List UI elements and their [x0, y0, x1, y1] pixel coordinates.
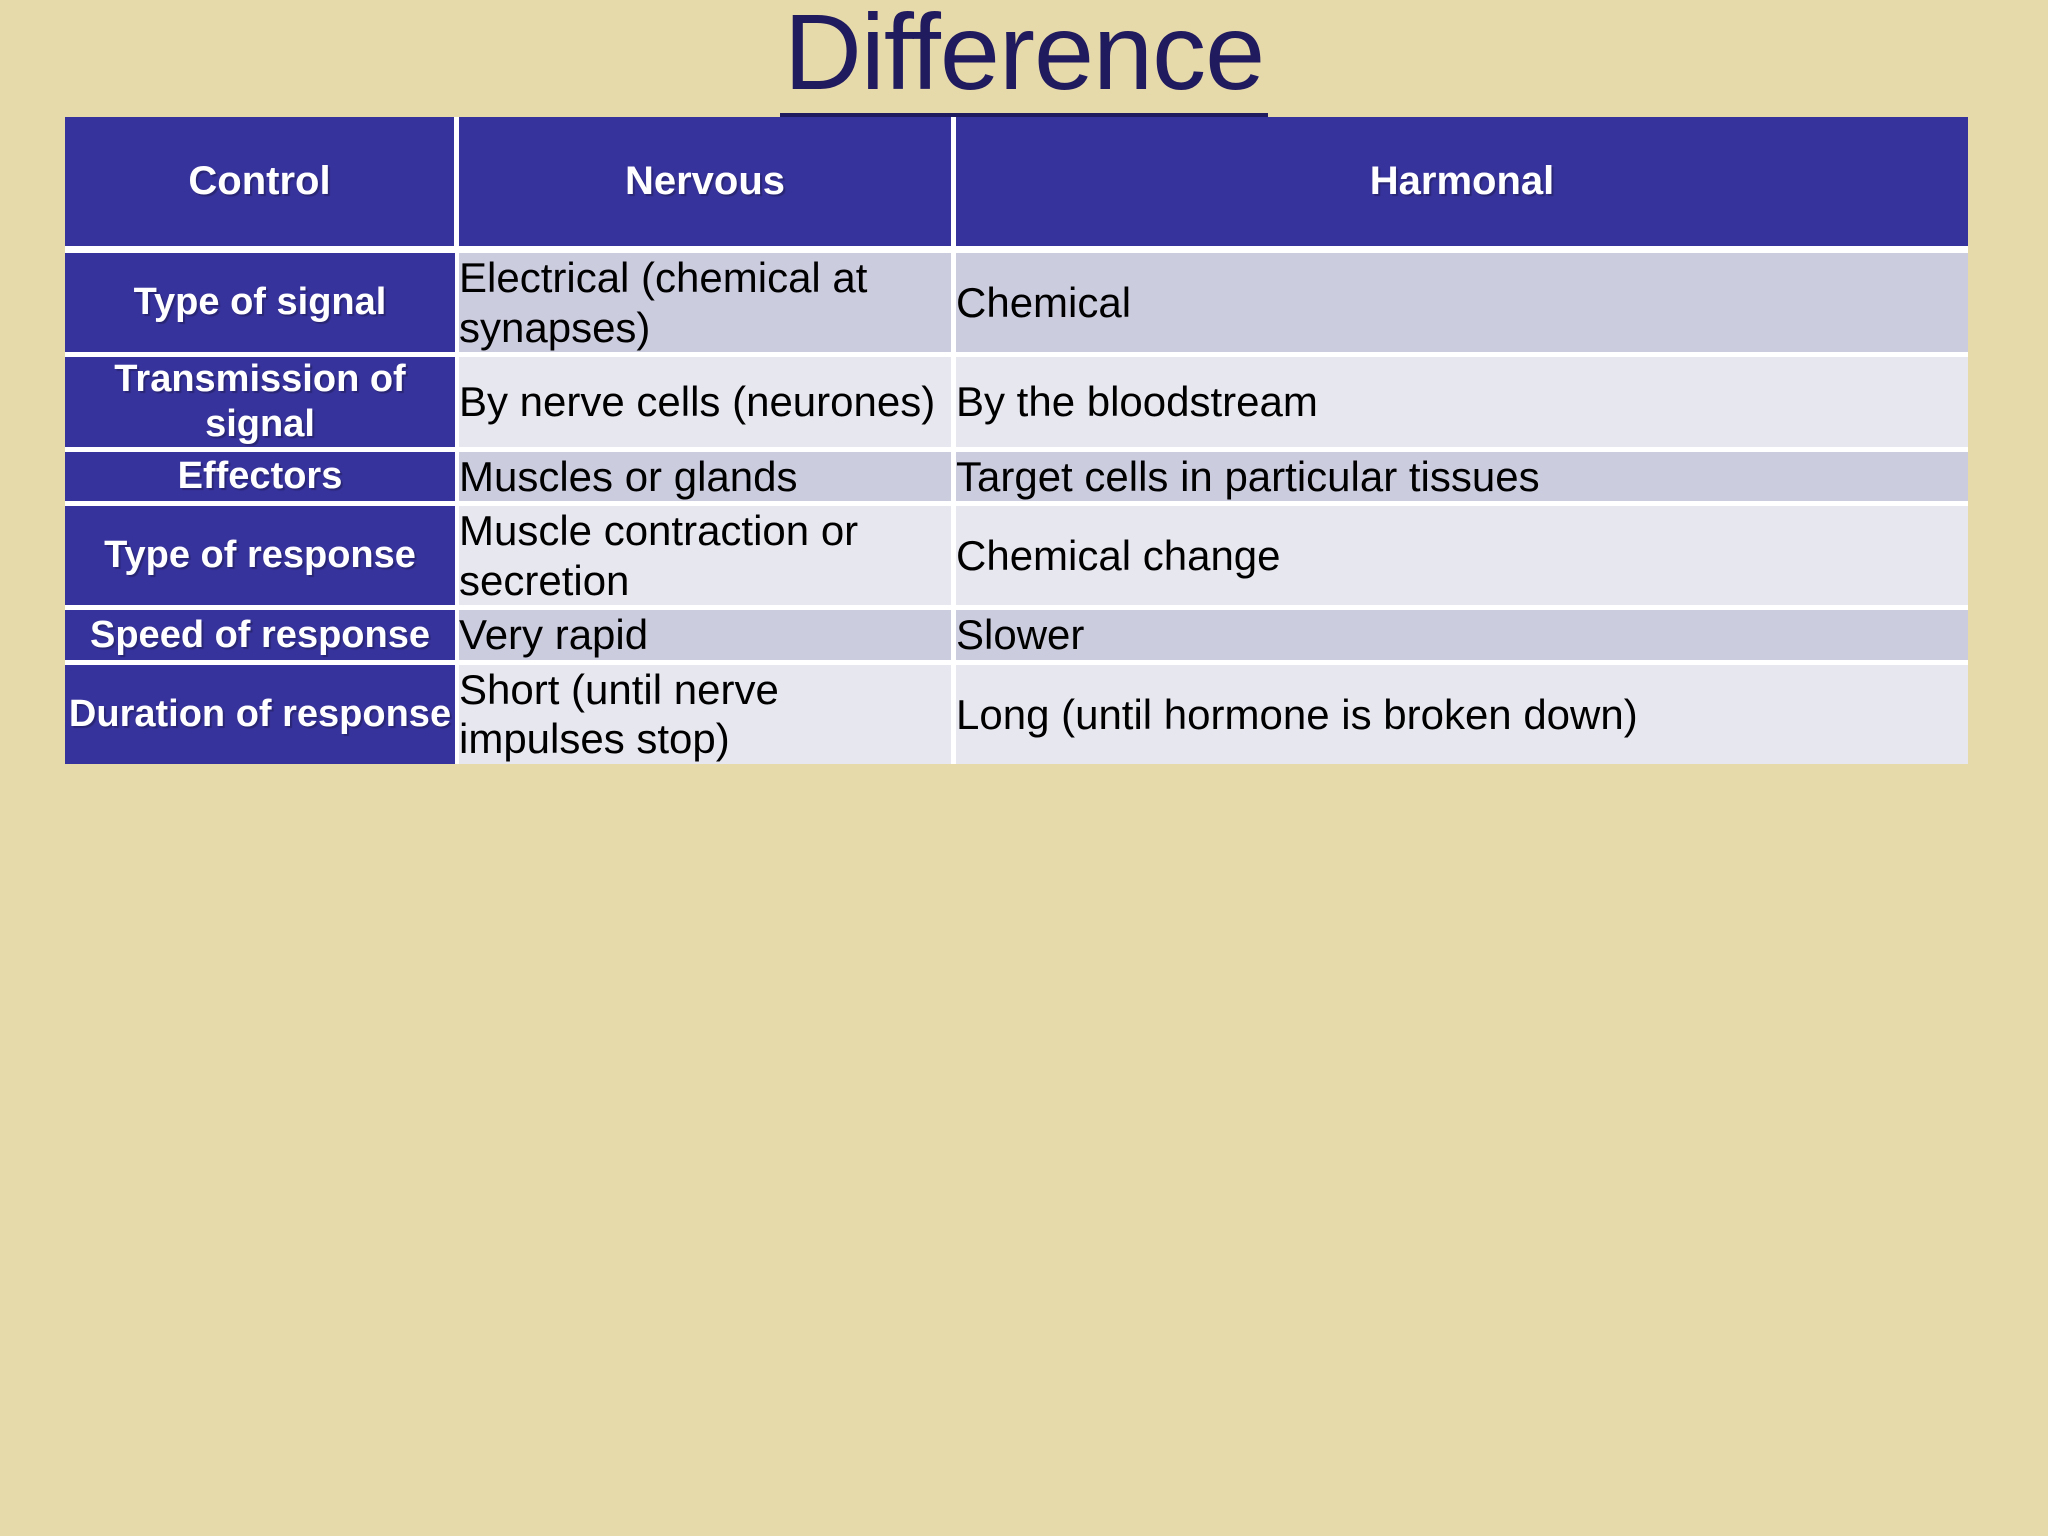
cell-harmonal-duration-of-response: Long (until hormone is broken down) — [956, 664, 1968, 765]
column-header-control: Control — [65, 117, 459, 253]
comparison-table: Control Nervous Harmonal Type of signal … — [65, 117, 1968, 765]
cell-harmonal-type-of-signal: Chemical — [956, 253, 1968, 358]
table-header-row: Control Nervous Harmonal — [65, 117, 1968, 253]
cell-harmonal-type-of-response: Chemical change — [956, 506, 1968, 611]
column-header-harmonal: Harmonal — [956, 117, 1968, 253]
cell-harmonal-speed-of-response: Slower — [956, 610, 1968, 665]
cell-nervous-transmission-of-signal: By nerve cells (neurones) — [459, 357, 956, 452]
row-label-type-of-signal: Type of signal — [65, 253, 459, 358]
row-label-type-of-response: Type of response — [65, 506, 459, 611]
table-row: Effectors Muscles or glands Target cells… — [65, 451, 1968, 507]
cell-nervous-effectors: Muscles or glands — [459, 451, 956, 507]
row-label-effectors: Effectors — [65, 451, 459, 507]
page-title: Difference — [779, 0, 1269, 124]
cell-nervous-speed-of-response: Very rapid — [459, 610, 956, 665]
table-body: Type of signal Electrical (chemical at s… — [65, 253, 1968, 765]
table-row: Type of response Muscle contraction or s… — [65, 506, 1968, 611]
table-row: Speed of response Very rapid Slower — [65, 610, 1968, 665]
cell-nervous-type-of-signal: Electrical (chemical at synapses) — [459, 253, 956, 358]
cell-nervous-type-of-response: Muscle contraction or secretion — [459, 506, 956, 611]
table-row: Type of signal Electrical (chemical at s… — [65, 253, 1968, 358]
table-row: Transmission of signal By nerve cells (n… — [65, 357, 1968, 452]
title-container: Difference — [0, 0, 2048, 124]
table-head: Control Nervous Harmonal — [65, 117, 1968, 253]
cell-harmonal-transmission-of-signal: By the bloodstream — [956, 357, 1968, 452]
row-label-transmission-of-signal: Transmission of signal — [65, 357, 459, 452]
cell-harmonal-effectors: Target cells in particular tissues — [956, 451, 1968, 507]
column-header-nervous: Nervous — [459, 117, 956, 253]
row-label-duration-of-response: Duration of response — [65, 664, 459, 765]
cell-nervous-duration-of-response: Short (until nerve impulses stop) — [459, 664, 956, 765]
row-label-speed-of-response: Speed of response — [65, 610, 459, 665]
table-row: Duration of response Short (until nerve … — [65, 664, 1968, 765]
